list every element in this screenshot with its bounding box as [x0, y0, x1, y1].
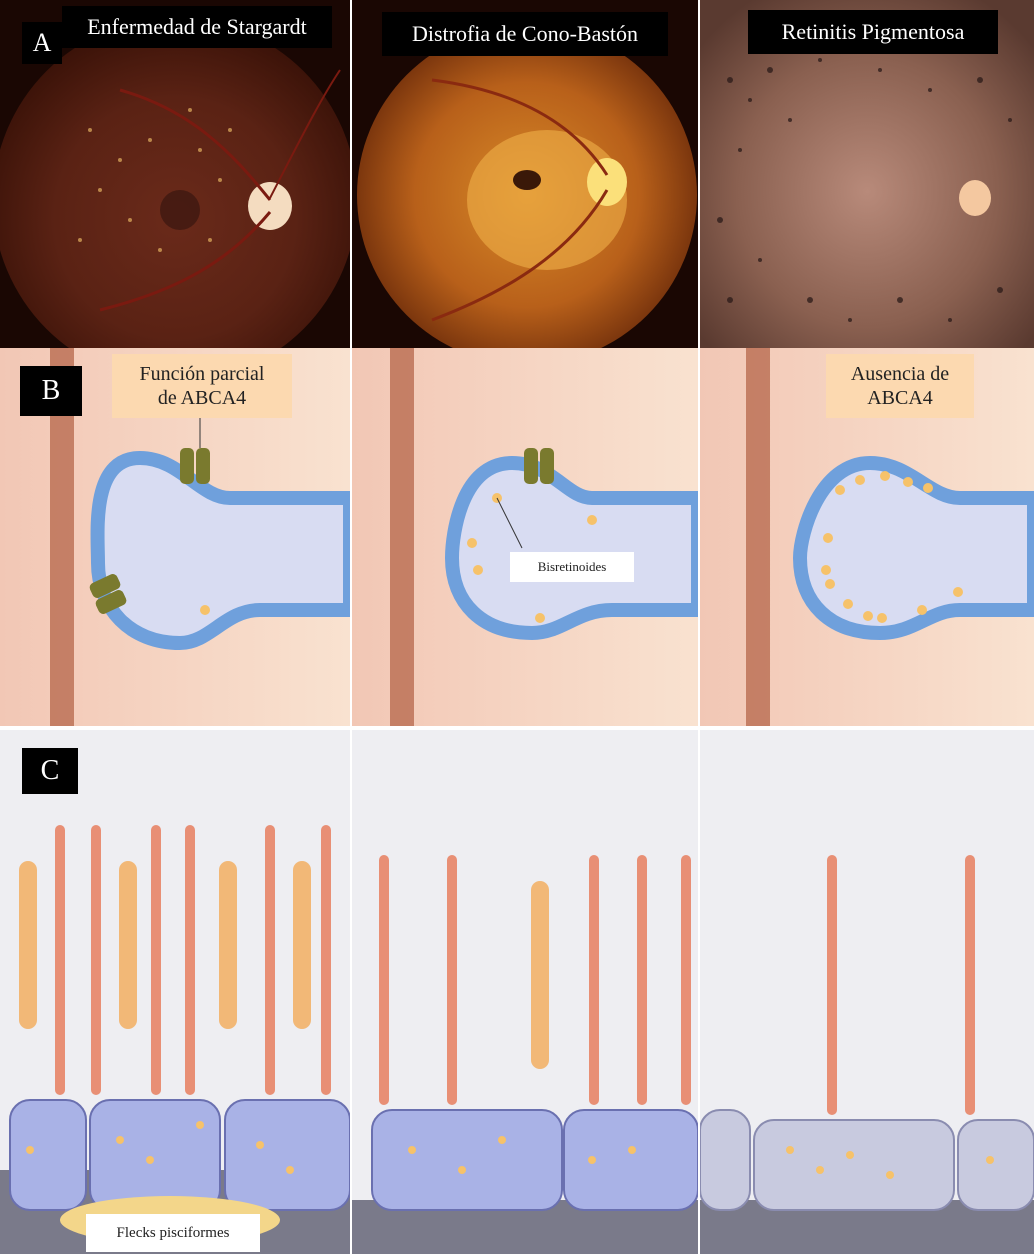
title-rp: Retinitis Pigmentosa — [748, 10, 998, 54]
panel-label-a: A — [22, 22, 62, 64]
membrane-panel-cone-rod — [352, 348, 698, 726]
retina-diagram-rp — [700, 730, 1034, 1254]
bisretinoids-label: Bisretinoides — [510, 552, 634, 582]
callout-absence-abca4: Ausencia de ABCA4 — [826, 354, 974, 418]
retina-panel-cone-rod — [352, 730, 698, 1254]
callout-partial-line1: Función parcial — [140, 362, 265, 386]
panel-label-c: C — [22, 748, 78, 794]
membrane-diagram-cone-rod — [352, 348, 698, 726]
title-cone-rod: Distrofia de Cono-Bastón — [382, 12, 668, 56]
callout-partial-line2: de ABCA4 — [158, 386, 246, 410]
retina-panel-rp — [700, 730, 1034, 1254]
flecks-label: Flecks pisciformes — [86, 1214, 260, 1252]
retina-diagram-stargardt — [0, 730, 350, 1254]
retina-panel-stargardt — [0, 730, 350, 1254]
retina-diagram-cone-rod — [352, 730, 698, 1254]
callout-absence-line1: Ausencia de — [851, 362, 949, 386]
callout-absence-line2: ABCA4 — [867, 386, 933, 410]
callout-partial-abca4: Función parcial de ABCA4 — [112, 354, 292, 418]
title-stargardt: Enfermedad de Stargardt — [62, 6, 332, 48]
panel-label-b: B — [20, 366, 82, 416]
